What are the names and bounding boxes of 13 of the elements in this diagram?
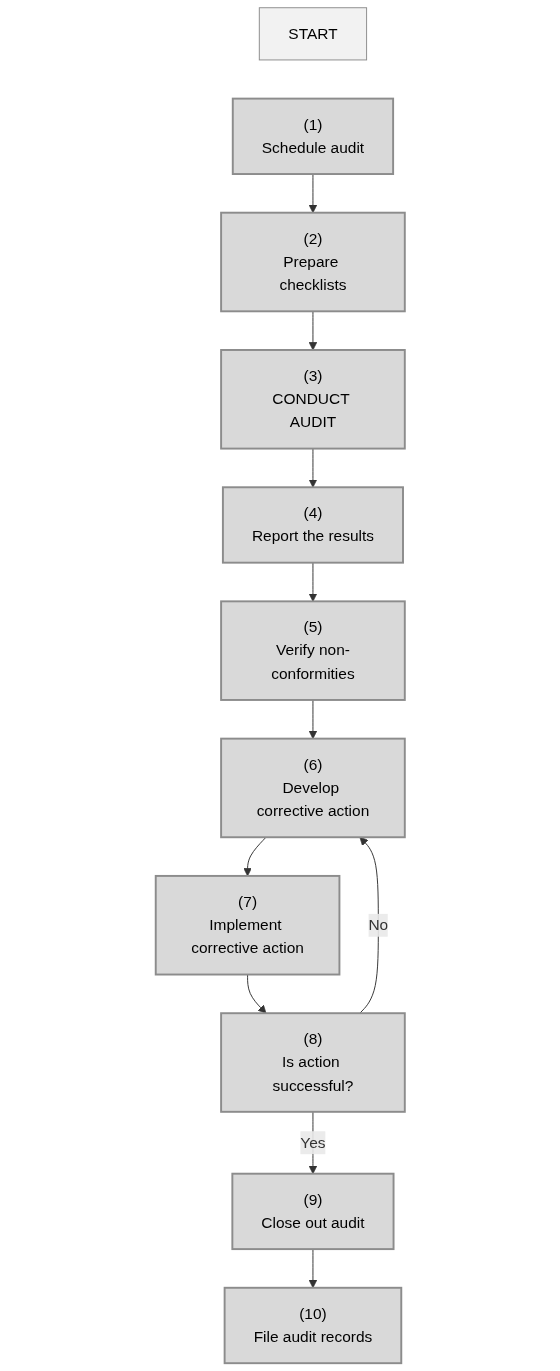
node-box: (7) Implement corrective action xyxy=(154,874,341,976)
node-box: (2) Prepare checklists xyxy=(219,211,406,313)
node-box: START xyxy=(258,7,367,61)
edge-label: No xyxy=(368,916,388,933)
node-box: (9) Close out audit xyxy=(231,1172,395,1251)
node-box: (5) Verify non-conformities xyxy=(219,600,406,701)
edge-label: Yes xyxy=(300,1134,326,1151)
node-box: (3) CONDUCT AUDIT xyxy=(219,349,406,450)
node-box: (10) File audit records xyxy=(223,1286,402,1365)
node-box: (8) Is action successful? xyxy=(219,1012,406,1113)
node-box: (4) Report the results xyxy=(221,486,404,564)
node-box: (1) Schedule audit xyxy=(231,97,394,175)
node-box: (6) Develop corrective action xyxy=(219,737,406,839)
